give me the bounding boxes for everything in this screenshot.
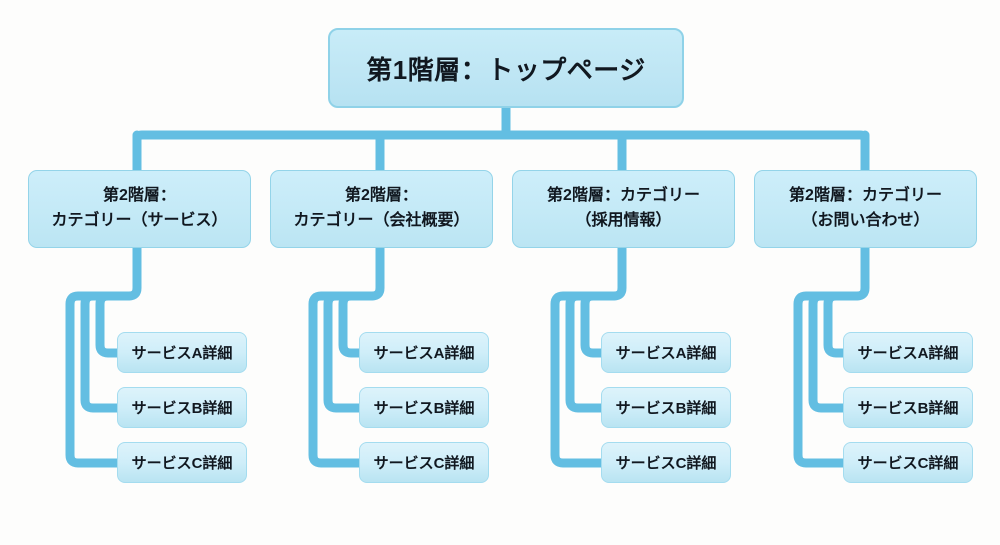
node-leaf-3-a[interactable]: サービスA詳細 <box>601 332 731 373</box>
node-leaf-3-c-label: サービスC詳細 <box>615 455 717 472</box>
node-leaf-1-a-label: サービスA詳細 <box>131 345 233 362</box>
node-leaf-1-b[interactable]: サービスB詳細 <box>117 387 247 428</box>
connector-bus <box>132 130 870 152</box>
connector-c4-leaf-c <box>793 291 848 468</box>
node-leaf-4-a[interactable]: サービスA詳細 <box>843 332 973 373</box>
node-leaf-2-b[interactable]: サービスB詳細 <box>359 387 489 428</box>
connector-c3-leaf-c <box>550 291 606 468</box>
node-category-4-label: 第2階層：カテゴリー （お問い合わせ） <box>789 187 942 229</box>
node-leaf-4-b-label: サービスB詳細 <box>857 400 959 417</box>
connector-c1-leaf-c <box>65 291 122 468</box>
node-leaf-2-c[interactable]: サービスC詳細 <box>359 442 489 483</box>
node-category-1-label: 第2階層： カテゴリー（サービス） <box>51 187 228 229</box>
connector-c2-leaf-c <box>308 291 364 468</box>
node-leaf-2-b-label: サービスB詳細 <box>373 400 475 417</box>
node-leaf-2-c-label: サービスC詳細 <box>373 455 475 472</box>
node-category-3[interactable]: 第2階層：カテゴリー （採用情報） <box>512 170 735 248</box>
node-leaf-3-b[interactable]: サービスB詳細 <box>601 387 731 428</box>
node-leaf-4-b[interactable]: サービスB詳細 <box>843 387 973 428</box>
node-leaf-4-c-label: サービスC詳細 <box>857 455 959 472</box>
node-leaf-3-a-label: サービスA詳細 <box>615 345 717 362</box>
node-category-4[interactable]: 第2階層：カテゴリー （お問い合わせ） <box>754 170 977 248</box>
node-leaf-3-b-label: サービスB詳細 <box>615 400 717 417</box>
node-leaf-4-c[interactable]: サービスC詳細 <box>843 442 973 483</box>
node-root-label: 第1階層：トップページ <box>366 54 646 85</box>
node-category-2[interactable]: 第2階層： カテゴリー（会社概要） <box>270 170 493 248</box>
node-category-2-label: 第2階層： カテゴリー（会社概要） <box>293 187 470 229</box>
node-leaf-2-a[interactable]: サービスA詳細 <box>359 332 489 373</box>
node-category-1[interactable]: 第2階層： カテゴリー（サービス） <box>28 170 251 248</box>
node-leaf-1-b-label: サービスB詳細 <box>131 400 233 417</box>
node-leaf-1-c[interactable]: サービスC詳細 <box>117 442 247 483</box>
node-leaf-4-a-label: サービスA詳細 <box>857 345 959 362</box>
node-leaf-1-a[interactable]: サービスA詳細 <box>117 332 247 373</box>
node-category-3-label: 第2階層：カテゴリー （採用情報） <box>547 187 700 229</box>
node-leaf-2-a-label: サービスA詳細 <box>373 345 475 362</box>
node-leaf-3-c[interactable]: サービスC詳細 <box>601 442 731 483</box>
node-leaf-1-c-label: サービスC詳細 <box>131 455 233 472</box>
node-root[interactable]: 第1階層：トップページ <box>328 28 684 108</box>
